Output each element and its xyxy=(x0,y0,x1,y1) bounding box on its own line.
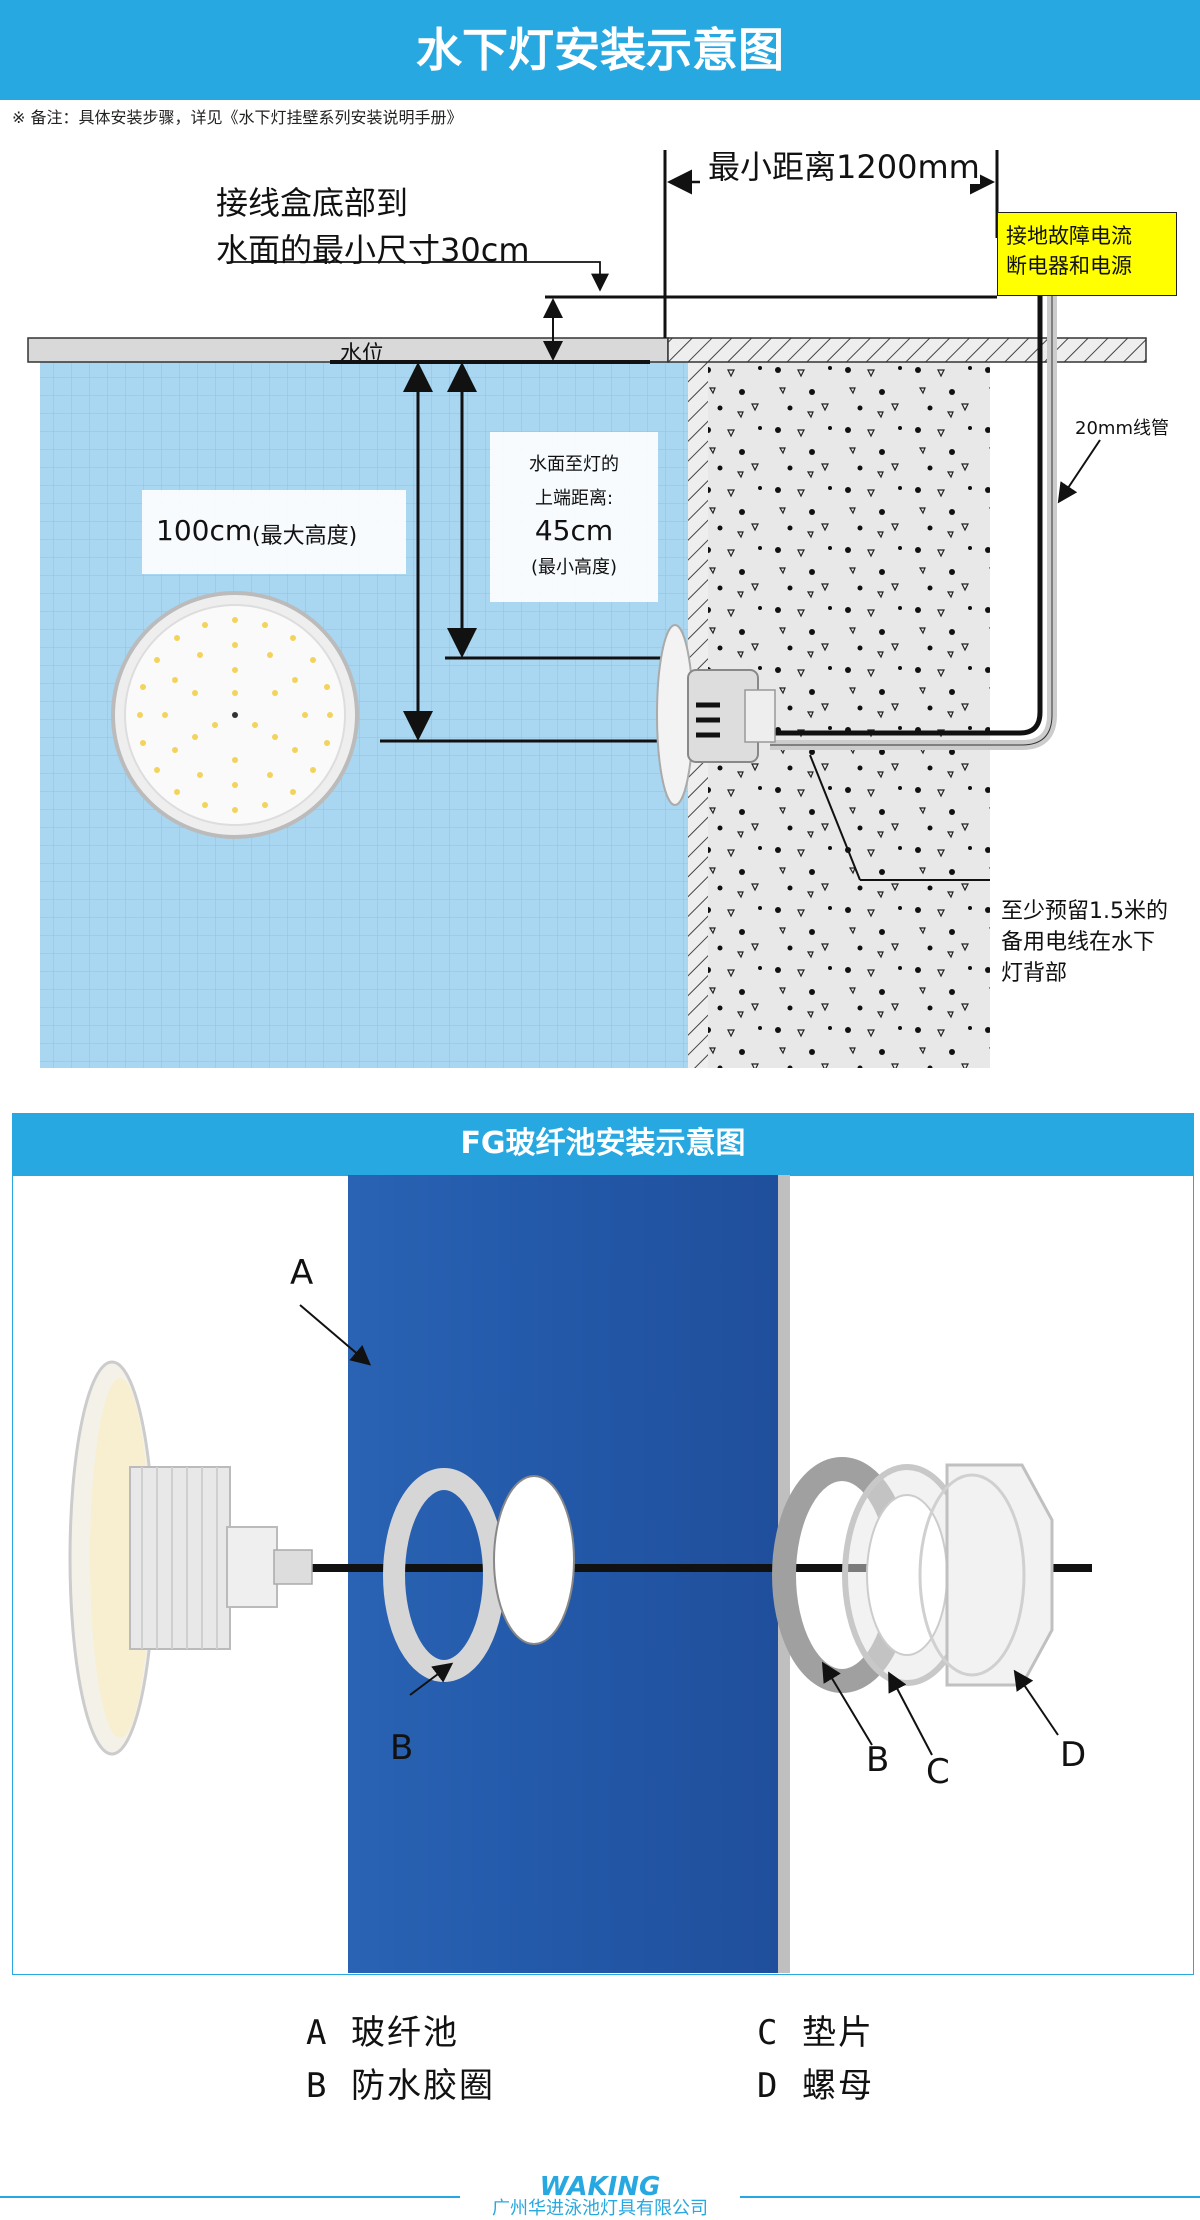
top-distance-note: (最小高度) xyxy=(530,557,618,578)
brand-logo: WAKING xyxy=(539,2172,661,2202)
spare-wire-line-1: 至少预留1.5米的 xyxy=(1001,899,1168,924)
legend-a: A 玻纤池 xyxy=(306,2013,459,2053)
fg-section-title: FG玻纤池安装示意图 xyxy=(12,1113,1194,1175)
callout-b-right-leader xyxy=(821,1661,873,1746)
company-name: 广州华进泳池灯具有限公司 xyxy=(492,2198,708,2219)
wall-hole xyxy=(493,1475,575,1645)
legend-b: B 防水胶圈 xyxy=(306,2066,495,2106)
top-distance-line-1: 水面至灯的 xyxy=(529,454,619,475)
callout-c-leader xyxy=(888,1671,933,1756)
junction-box-label-2: 水面的最小尺寸30cm xyxy=(216,231,530,269)
top-distance-value: 45cm xyxy=(534,514,614,547)
height-value: 100cm xyxy=(156,514,253,547)
callout-d-leader xyxy=(1013,1669,1059,1736)
top-distance-box: 水面至灯的 上端距离: 45cm (最小高度) xyxy=(490,432,658,602)
spare-wire-line-2: 备用电线在水下 xyxy=(1001,930,1156,955)
top-distance-line-2: 上端距离: xyxy=(534,488,614,509)
conduit-label: 20mm线管 xyxy=(1075,418,1169,439)
breaker-label-1: 接地故障电流 xyxy=(1006,224,1132,248)
min-distance-label: 最小距离1200mm xyxy=(708,148,980,186)
footer-line-right xyxy=(740,2196,1200,2198)
callout-d: D xyxy=(1060,1735,1087,1775)
min-distance-label-bg xyxy=(700,140,980,184)
spare-wire-line-3: 灯背部 xyxy=(1001,961,1068,986)
callout-a-leader xyxy=(299,1304,372,1366)
deck-right xyxy=(667,337,1147,363)
nut xyxy=(918,1463,1054,1687)
height-label-box xyxy=(142,490,406,574)
led-light xyxy=(111,591,359,839)
footer-line-left xyxy=(0,2196,460,2198)
callout-b-left: B xyxy=(390,1728,414,1768)
callout-b-right: B xyxy=(866,1740,890,1780)
page-title: 水下灯安装示意图 xyxy=(0,0,1200,100)
breaker-label-2: 断电器和电源 xyxy=(1006,254,1132,278)
fg-install-diagram xyxy=(12,1175,1194,1975)
install-note: ※ 备注：具体安装步骤，详见《水下灯挂壁系列安装说明手册》 xyxy=(12,108,463,127)
height-note: (最大高度) xyxy=(252,524,358,549)
callout-b-left-leader xyxy=(409,1662,454,1696)
junction-leader xyxy=(230,261,609,292)
junction-box-label-1: 接线盒底部到 xyxy=(216,184,409,222)
legend-c: C 垫片 xyxy=(757,2013,874,2053)
callout-c: C xyxy=(926,1752,950,1792)
callout-a: A xyxy=(290,1253,314,1293)
fg-led-light xyxy=(68,1360,313,1756)
water-level-label: 水位 xyxy=(340,342,385,367)
breaker-box: 接地故障电流 断电器和电源 xyxy=(997,212,1177,296)
legend-d: D 螺母 xyxy=(757,2066,874,2106)
